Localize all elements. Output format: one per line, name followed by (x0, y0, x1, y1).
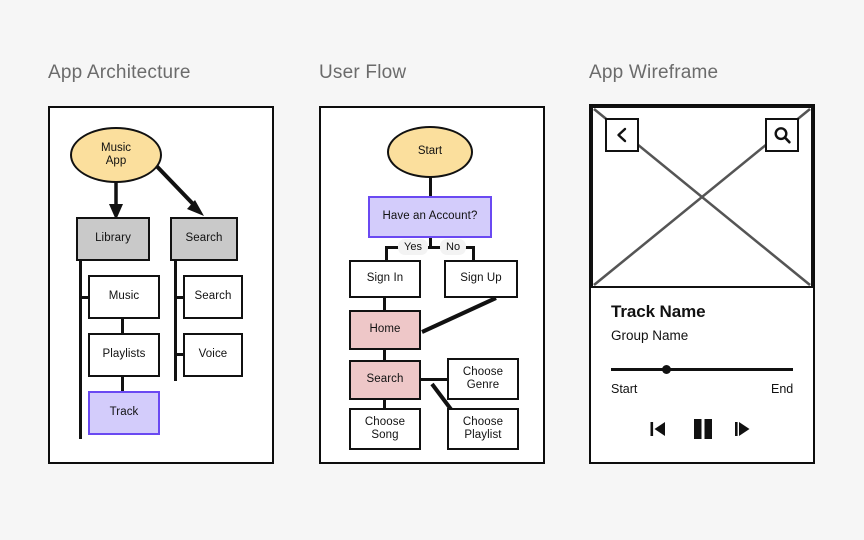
userflow-node-choose-song-label: Choose Song (364, 415, 406, 441)
wireframe-next-track-button[interactable] (733, 416, 759, 442)
architecture-stub-search-voice (174, 353, 186, 356)
architecture-node-music-app-label: Music App (100, 141, 132, 167)
panel-title-app-architecture: App Architecture (48, 62, 191, 83)
panel-title-app-wireframe: App Wireframe (589, 62, 719, 83)
userflow-node-choose-genre[interactable]: Choose Genre (447, 358, 519, 400)
skip-next-icon (735, 422, 750, 436)
userflow-branch-yes-drop (385, 246, 388, 262)
userflow-node-home[interactable]: Home (349, 310, 421, 350)
wireframe-progress-end-label: End (771, 382, 794, 396)
wireframe-previous-track-button[interactable] (645, 416, 671, 442)
architecture-node-voice[interactable]: Voice (183, 333, 243, 377)
userflow-link-search-choosesong (383, 399, 386, 409)
architecture-node-track[interactable]: Track (88, 391, 160, 435)
wireframe-group-name: Group Name (611, 328, 689, 343)
userflow-node-choose-playlist[interactable]: Choose Playlist (447, 408, 519, 450)
userflow-node-choose-song[interactable]: Choose Song (349, 408, 421, 450)
userflow-node-search[interactable]: Search (349, 360, 421, 400)
userflow-decision-bar (385, 246, 475, 249)
userflow-branch-label-no: No (440, 239, 467, 255)
wireframe-progress-thumb[interactable] (662, 365, 671, 374)
wireframe-progress-start-label: Start (611, 382, 638, 396)
architecture-node-search[interactable]: Search (170, 217, 238, 261)
architecture-stub-search-search (174, 296, 186, 299)
panel-title-user-flow: User Flow (319, 62, 407, 83)
pause-icon (694, 419, 712, 439)
wireframe-back-button[interactable] (605, 118, 639, 152)
userflow-node-sign-up[interactable]: Sign Up (444, 260, 518, 298)
userflow-link-search-choosegenre (420, 378, 448, 381)
architecture-spine-library (79, 259, 82, 439)
userflow-node-start[interactable]: Start (387, 126, 473, 178)
userflow-decision-stem (429, 237, 432, 249)
chevron-left-icon (617, 127, 627, 143)
architecture-node-playlists[interactable]: Playlists (88, 333, 160, 377)
search-icon (773, 126, 791, 144)
architecture-link-playlists-track (121, 376, 124, 392)
architecture-node-library[interactable]: Library (76, 217, 150, 261)
userflow-node-choose-playlist-label: Choose Playlist (462, 415, 504, 441)
architecture-spine-search (174, 259, 177, 381)
wireframe-track-name: Track Name (611, 302, 706, 321)
userflow-node-sign-in[interactable]: Sign In (349, 260, 421, 298)
userflow-link-home-search (383, 349, 386, 361)
skip-previous-icon (650, 422, 665, 436)
userflow-branch-label-yes: Yes (398, 239, 428, 255)
architecture-node-music[interactable]: Music (88, 275, 160, 319)
userflow-node-have-an-account[interactable]: Have an Account? (368, 196, 492, 238)
wireframe-pause-button[interactable] (688, 414, 718, 444)
wireframe-search-button[interactable] (765, 118, 799, 152)
architecture-node-search-child[interactable]: Search (183, 275, 243, 319)
userflow-node-choose-genre-label: Choose Genre (462, 365, 504, 391)
wireframe-progress-slider[interactable] (611, 368, 793, 371)
userflow-link-signin-home (383, 297, 386, 311)
architecture-link-music-playlists (121, 318, 124, 334)
userflow-link-start-decision (429, 176, 432, 198)
userflow-branch-no-drop (472, 246, 475, 262)
architecture-node-music-app[interactable]: Music App (70, 127, 162, 183)
architecture-stub-library-music (79, 296, 91, 299)
